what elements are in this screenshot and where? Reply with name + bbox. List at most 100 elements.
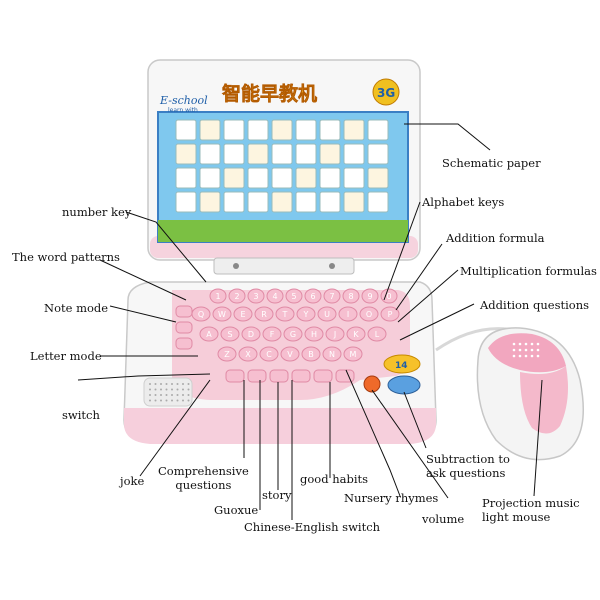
key-cap[interactable] [325, 326, 345, 342]
key-cap[interactable] [238, 346, 258, 362]
function-key[interactable] [225, 369, 245, 383]
screen-card [367, 191, 389, 213]
speaker-dot [154, 399, 157, 402]
key-cap[interactable] [380, 306, 400, 322]
speaker-dot [182, 383, 184, 385]
function-key[interactable] [247, 369, 267, 383]
key-cap[interactable] [266, 288, 284, 304]
base-pink-edge [124, 408, 436, 444]
speaker-dot [154, 388, 157, 391]
key-cap[interactable] [254, 306, 274, 322]
screen-card [175, 119, 197, 141]
screen-card [271, 167, 293, 189]
key-cap[interactable] [280, 346, 300, 362]
key-cap[interactable] [346, 326, 366, 342]
key-cap[interactable] [343, 346, 363, 362]
key-cap[interactable] [361, 288, 379, 304]
key-cap[interactable] [317, 306, 337, 322]
key-cap[interactable] [296, 306, 316, 322]
key-cap[interactable] [283, 326, 303, 342]
label-addition-formula: Addition formula [446, 231, 545, 245]
key-label: 8 [348, 292, 353, 301]
key-cap[interactable] [259, 346, 279, 362]
speaker-dot [149, 394, 151, 396]
key-label: 4 [272, 292, 277, 301]
screen-card [199, 119, 221, 141]
key-cap[interactable] [285, 288, 303, 304]
key-cap[interactable] [342, 288, 360, 304]
speaker-dot [149, 388, 151, 391]
key-cap[interactable] [220, 326, 240, 342]
key-label: Z [224, 350, 230, 359]
function-key[interactable] [291, 369, 311, 383]
key-cap[interactable] [247, 288, 265, 304]
key-cap[interactable] [367, 326, 387, 342]
mouse-dot [524, 354, 528, 358]
label-switch: switch [62, 408, 100, 422]
key-label: U [324, 310, 330, 319]
label-story: story [262, 488, 292, 502]
line-joke [139, 379, 211, 477]
key-cap[interactable] [380, 288, 398, 304]
screen-card [295, 119, 317, 141]
screen-card [199, 191, 221, 213]
key-label: O [366, 310, 372, 319]
key-label: W [218, 310, 226, 319]
key-cap[interactable] [209, 288, 227, 304]
screen-grass [158, 220, 408, 242]
key-label: T [282, 310, 288, 319]
screen-card [223, 191, 245, 213]
screen-card-grid [175, 119, 389, 213]
speaker-dot [176, 383, 179, 385]
line-nursery-rhymes [345, 369, 401, 497]
line-alphabet-keys [383, 201, 421, 301]
speaker-dot [171, 394, 173, 396]
speaker-dot [187, 388, 190, 391]
speaker-dot [165, 399, 168, 402]
key-cap[interactable] [241, 326, 261, 342]
label-projection-mouse: Projection music light mouse [482, 496, 580, 524]
key-cap[interactable] [262, 326, 282, 342]
screen-card [319, 119, 341, 141]
key-cap[interactable] [323, 288, 341, 304]
key-label: 7 [329, 292, 334, 301]
function-key[interactable] [269, 369, 289, 383]
function-key[interactable] [335, 369, 355, 383]
key-cap[interactable] [304, 326, 324, 342]
mouse-dot [512, 348, 516, 352]
key-cap[interactable] [301, 346, 321, 362]
key-cap[interactable] [233, 306, 253, 322]
key-label: C [266, 350, 272, 359]
key-cap[interactable] [359, 306, 379, 322]
key-label: P [388, 310, 393, 319]
mouse-dot [536, 354, 540, 358]
key-label: B [308, 350, 314, 359]
key-cap[interactable] [338, 306, 358, 322]
key-cap[interactable] [275, 306, 295, 322]
key-cap[interactable] [304, 288, 322, 304]
speaker-dot [154, 383, 157, 385]
label-chinese-english-switch: Chinese-English switch [244, 520, 381, 534]
mouse-dot [536, 342, 540, 346]
line-word-patterns [99, 259, 187, 301]
line-schematic-paper [404, 123, 491, 151]
key-cap[interactable] [199, 326, 219, 342]
key-label: 1 [215, 292, 220, 301]
key-cap[interactable] [228, 288, 246, 304]
key-cap[interactable] [212, 306, 232, 322]
key-cap[interactable] [217, 346, 237, 362]
key-label: E [240, 310, 245, 319]
mouse-speaker-dots [512, 342, 540, 358]
key-label: H [311, 330, 317, 339]
function-key[interactable] [313, 369, 333, 383]
key-label: Y [303, 310, 309, 319]
label-good-habits: good habits [300, 472, 369, 486]
mode-key[interactable] [175, 305, 193, 318]
label-joke: joke [120, 474, 145, 488]
mode-key[interactable] [175, 321, 193, 334]
mouse-dot [518, 348, 522, 352]
key-cap[interactable] [322, 346, 342, 362]
mode-key[interactable] [175, 337, 193, 350]
speaker-dot [165, 394, 168, 396]
